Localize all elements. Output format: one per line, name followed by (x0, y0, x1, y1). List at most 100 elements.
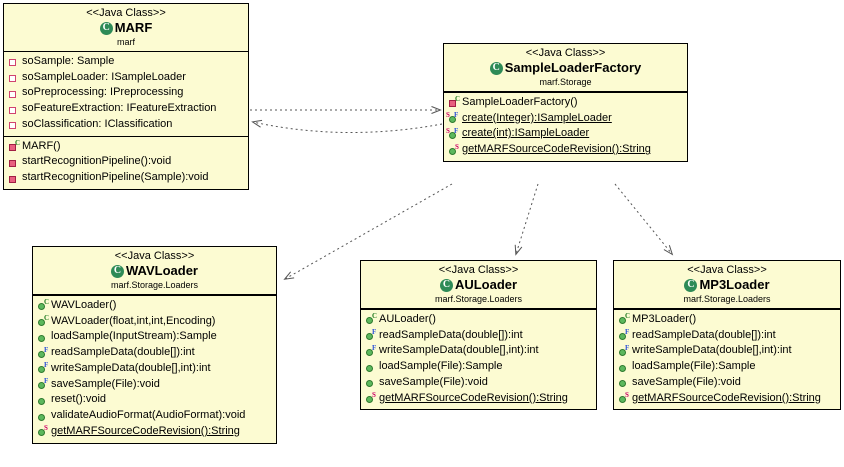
java-class-icon: C (99, 21, 113, 35)
public-final-method-icon: F (365, 344, 378, 358)
class-package: marf.Storage (539, 76, 592, 87)
method-label: writeSampleData(double[],int):int (379, 344, 539, 357)
field-label: soFeatureExtraction: IFeatureExtraction (22, 102, 217, 115)
method-row[interactable]: startRecognitionPipeline():void (4, 154, 248, 170)
method-row[interactable]: F readSampleData(double[]):int (614, 328, 840, 344)
class-header-wav-loader: <<Java Class>> C WAVLoader marf.Storage.… (33, 247, 276, 295)
method-label: saveSample(File):void (379, 375, 488, 388)
method-row[interactable]: loadSample(File):Sample (361, 359, 596, 375)
class-name: MP3Loader (699, 276, 770, 292)
method-row[interactable]: F readSampleData(double[]):int (361, 328, 596, 344)
method-row[interactable]: C MP3Loader() (614, 312, 840, 328)
class-box-marf[interactable]: <<Java Class>> C MARF marf soSample: Sam… (3, 3, 249, 190)
class-stereotype: <<Java Class>> (525, 47, 606, 59)
method-label: readSampleData(double[]):int (379, 328, 523, 341)
method-row[interactable]: S getMARFSourceCodeRevision():String (614, 391, 840, 407)
method-row[interactable]: F writeSampleData(double[],int):int (361, 343, 596, 359)
java-class-icon: C (489, 61, 503, 75)
private-method-icon (8, 172, 21, 185)
method-row[interactable]: validateAudioFormat(AudioFormat):void (33, 408, 276, 424)
method-row[interactable]: S getMARFSourceCodeRevision():String (361, 391, 596, 407)
method-row[interactable]: F writeSampleData(double[],int):int (33, 361, 276, 377)
class-stereotype: <<Java Class>> (114, 250, 195, 262)
fields-compartment-marf: soSample: Sample soSampleLoader: ISample… (4, 52, 248, 136)
field-row[interactable]: soFeatureExtraction: IFeatureExtraction (4, 101, 248, 117)
field-row[interactable]: soSample: Sample (4, 54, 248, 70)
method-row[interactable]: F saveSample(File):void (33, 377, 276, 393)
method-row[interactable]: S getMARFSourceCodeRevision():String (33, 424, 276, 440)
field-row[interactable]: soSampleLoader: ISampleLoader (4, 70, 248, 86)
method-row[interactable]: startRecognitionPipeline(Sample):void (4, 170, 248, 186)
method-label: loadSample(File):Sample (379, 360, 503, 373)
method-row[interactable]: C MARF() (4, 139, 248, 155)
method-row[interactable]: F readSampleData(double[]):int (33, 345, 276, 361)
connector-factory-to-auloader (514, 183, 539, 256)
public-final-method-icon: F (618, 329, 631, 342)
method-label: create(Integer):ISampleLoader (462, 111, 612, 124)
class-box-mp3-loader[interactable]: <<Java Class>> C MP3Loader marf.Storage.… (613, 260, 841, 411)
public-method-icon (618, 376, 631, 389)
class-box-au-loader[interactable]: <<Java Class>> C AULoader marf.Storage.L… (360, 260, 597, 411)
class-package: marf (117, 36, 135, 47)
class-header-marf: <<Java Class>> C MARF marf (4, 4, 248, 52)
methods-compartment-wav-loader: C WAVLoader() C WAVLoader(float,int,int,… (33, 294, 276, 443)
connector-factory-to-mp3loader (614, 183, 674, 256)
method-label: validateAudioFormat(AudioFormat):void (51, 409, 246, 422)
method-label: loadSample(File):Sample (632, 360, 756, 373)
private-method-icon (8, 156, 21, 169)
class-name: WAVLoader (126, 262, 198, 278)
method-label: writeSampleData(double[],int):int (51, 361, 211, 374)
method-row[interactable]: loadSample(InputStream):Sample (33, 329, 276, 345)
method-label: WAVLoader(float,int,int,Encoding) (51, 314, 216, 327)
methods-compartment-au-loader: C AULoader() F readSampleData(double[]):… (361, 308, 596, 410)
method-label: WAVLoader() (51, 298, 117, 311)
method-label: readSampleData(double[]):int (51, 346, 195, 359)
public-constructor-icon: C (618, 313, 631, 326)
field-row[interactable]: soPreprocessing: IPreprocessing (4, 85, 248, 101)
class-stereotype: <<Java Class>> (687, 264, 767, 276)
public-final-method-icon: F (37, 362, 50, 375)
public-method-icon (365, 376, 378, 389)
method-row[interactable]: F writeSampleData(double[],int):int (614, 343, 840, 359)
method-row[interactable]: reset():void (33, 392, 276, 408)
method-label: MP3Loader() (632, 312, 697, 325)
method-label: startRecognitionPipeline(Sample):void (22, 171, 209, 184)
method-row[interactable]: loadSample(File):Sample (614, 359, 840, 375)
methods-compartment-marf: C MARF() startRecognitionPipeline():void… (4, 135, 248, 189)
class-name: AULoader (454, 276, 518, 292)
public-final-method-icon: F (365, 329, 378, 342)
private-field-icon (8, 103, 21, 116)
public-method-icon (37, 410, 50, 423)
field-label: soPreprocessing: IPreprocessing (22, 86, 184, 99)
public-static-method-icon: S (448, 143, 461, 157)
method-label: getMARFSourceCodeRevision():String (379, 391, 568, 404)
method-row[interactable]: C WAVLoader(float,int,int,Encoding) (33, 314, 276, 330)
method-row[interactable]: saveSample(File):void (614, 375, 840, 391)
field-row[interactable]: soClassification: IClassification (4, 117, 248, 133)
public-method-icon (365, 361, 378, 374)
class-box-wav-loader[interactable]: <<Java Class>> C WAVLoader marf.Storage.… (32, 246, 277, 444)
class-name: MARF (114, 19, 153, 35)
class-header-au-loader: <<Java Class>> C AULoader marf.Storage.L… (361, 261, 596, 309)
method-row[interactable]: C AULoader() (361, 312, 596, 328)
method-row[interactable]: S getMARFSourceCodeRevision():String (444, 142, 687, 158)
class-stereotype: <<Java Class>> (86, 7, 166, 19)
public-final-method-icon: F (37, 346, 50, 360)
public-final-method-icon: F (618, 344, 631, 358)
method-row[interactable]: C SampleLoaderFactory() (444, 95, 687, 111)
class-box-sample-loader-factory[interactable]: <<Java Class>> C SampleLoaderFactory mar… (443, 43, 688, 162)
public-constructor-icon: C (365, 313, 378, 326)
java-class-icon: C (439, 278, 453, 292)
public-method-icon (618, 361, 631, 374)
public-constructor-icon: C (37, 299, 50, 312)
java-class-icon: C (111, 264, 124, 278)
method-row[interactable]: saveSample(File):void (361, 375, 596, 391)
field-label: soSample: Sample (22, 54, 115, 67)
private-field-icon (8, 118, 21, 131)
method-label: MARF() (22, 139, 61, 152)
public-method-icon (37, 331, 50, 344)
class-name: SampleLoaderFactory (504, 59, 642, 75)
method-row[interactable]: C WAVLoader() (33, 298, 276, 314)
